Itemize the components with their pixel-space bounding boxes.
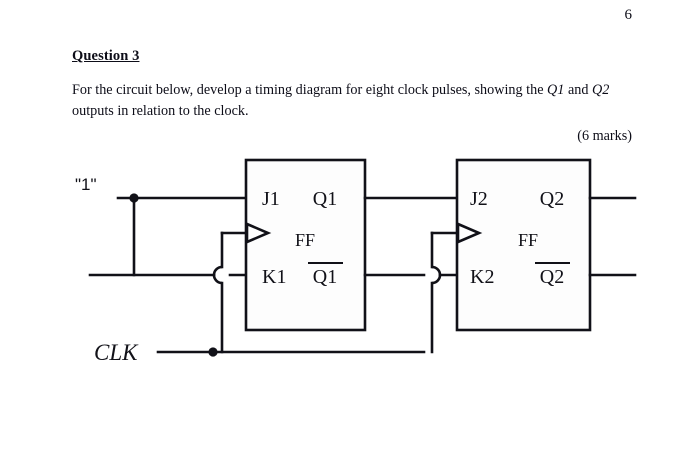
question-body-text-2: and — [564, 82, 592, 98]
page-number: 6 — [624, 7, 633, 23]
marks-label: (6 marks) — [577, 128, 632, 144]
junction-dot-clk — [208, 347, 218, 357]
clock-input-triangle-ff1 — [245, 222, 272, 244]
flipflop-2-box — [455, 158, 592, 332]
flipflop-1-q-label: Q1 — [313, 188, 337, 210]
flipflop-1-j-label: J1 — [262, 188, 280, 210]
flipflop-2-j-label: J2 — [470, 188, 488, 210]
wire-hop-clk-over-k1 — [212, 265, 223, 285]
flipflop-2-qbar-label: Q2 — [540, 266, 564, 288]
flipflop-2-title: FF — [518, 230, 538, 250]
question-heading: Question 3 — [72, 48, 140, 64]
question-body-var-q2: Q2 — [591, 82, 610, 98]
flipflop-1-title: FF — [295, 230, 315, 250]
junction-dot-logic-high — [129, 193, 139, 203]
question-body-text-3: outputs in relation to the clock. — [72, 102, 249, 119]
question-body: For the circuit below, develop a timing … — [72, 80, 620, 121]
flipflop-1-box — [244, 158, 367, 332]
logic-high-label: "1" — [75, 175, 97, 194]
flipflop-1-qbar-label: Q1 — [313, 266, 337, 288]
clock-label: CLK — [94, 340, 139, 365]
question-body-text-1: For the circuit below, develop a timing … — [72, 82, 548, 98]
clock-input-triangle-ff2 — [456, 222, 483, 244]
question-body-var-q1: Q1 — [547, 82, 565, 98]
flipflop-1-k-label: K1 — [262, 266, 286, 288]
flipflop-2-k-label: K2 — [470, 266, 494, 288]
flipflop-2-q-label: Q2 — [540, 188, 564, 210]
